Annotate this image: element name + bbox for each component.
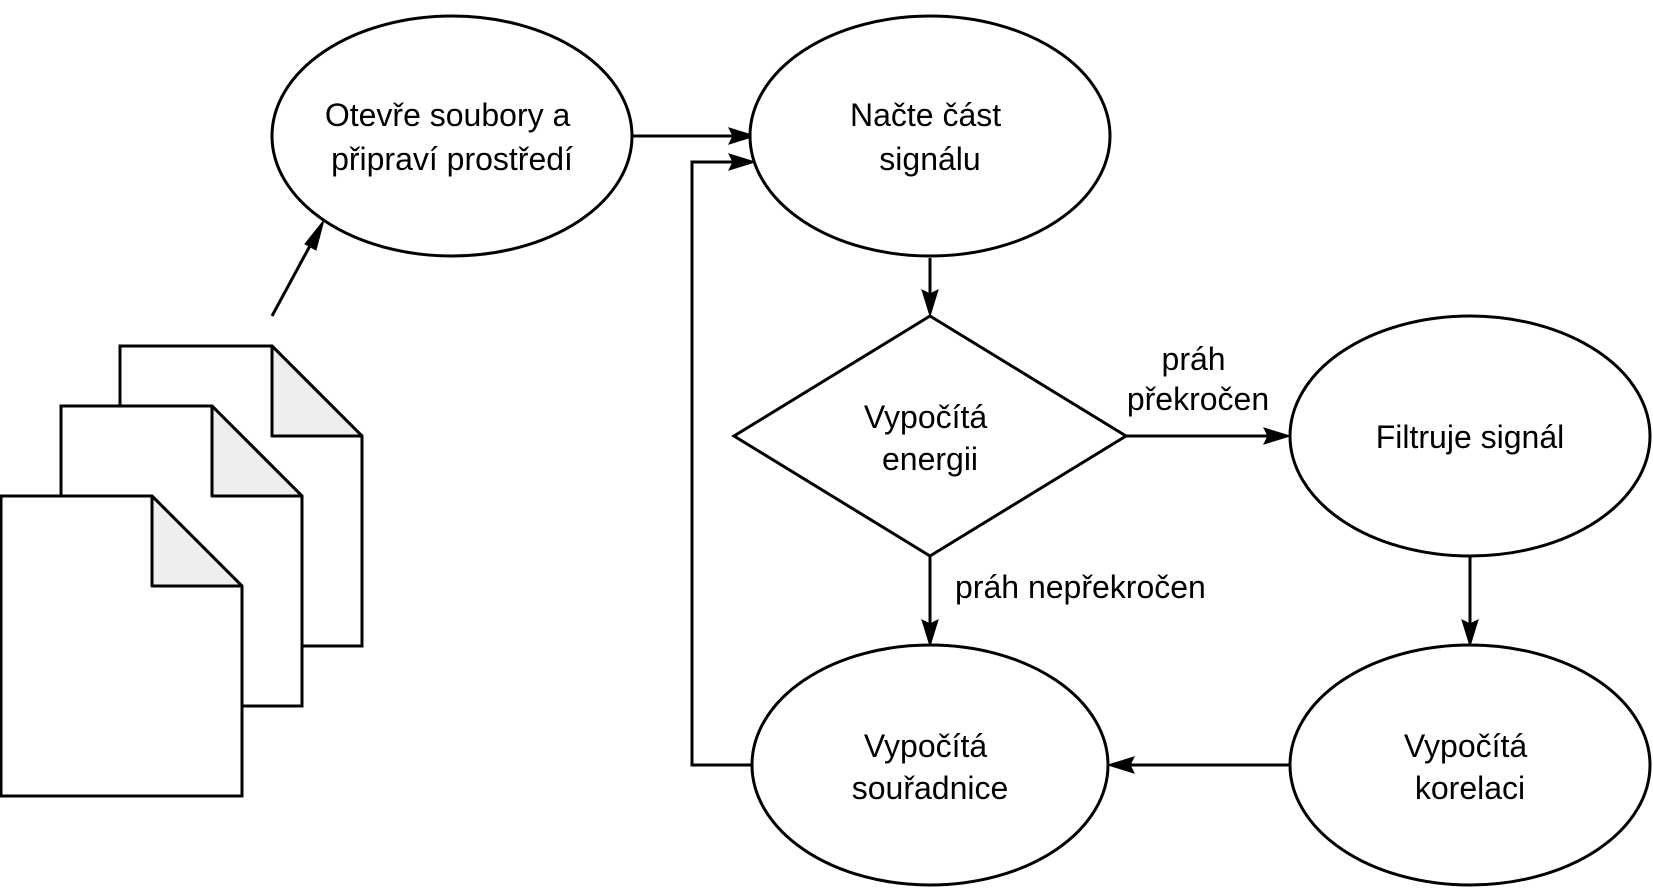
node-compute-coordinates: Vypočítá souřadnice	[750, 643, 1110, 887]
label-threshold-exceeded-line-2: překročen	[1127, 381, 1269, 417]
node-compute-coordinates-line-2: souřadnice	[852, 770, 1009, 806]
node-compute-energy-line-1: Vypočítá	[864, 399, 988, 435]
edge-load-to-energy	[921, 258, 939, 318]
svg-text:Filtruje signál: Filtruje signál	[1376, 419, 1565, 455]
node-load-signal: Načte část signálu	[748, 14, 1112, 258]
node-compute-coordinates-line-1: Vypočítá	[864, 728, 988, 764]
edge-energy-to-filter	[1126, 427, 1292, 445]
node-compute-energy: Vypočítá energii	[731, 314, 1129, 558]
node-open-files: Otevře soubory a připraví prostředí	[270, 14, 634, 258]
edge-coordinates-to-load-loop	[690, 153, 757, 767]
node-filter-signal: Filtruje signál	[1288, 314, 1652, 558]
svg-text:Vypočítá energii: Vypočítá energii	[864, 399, 996, 477]
document-front-icon	[0, 494, 244, 798]
node-load-signal-line-1: Načte část	[850, 97, 1001, 133]
edge-filter-to-correlation	[1461, 556, 1479, 648]
node-open-files-line-2: připraví prostředí	[331, 141, 573, 177]
edge-open-to-load	[632, 127, 757, 145]
edge-correlation-to-coordinates	[1106, 756, 1290, 774]
edge-documents-to-open	[270, 219, 325, 317]
node-load-signal-line-2: signálu	[879, 141, 980, 177]
label-threshold-not-exceeded-line-1: práh nepřekročen	[955, 569, 1206, 605]
node-compute-correlation-line-2: korelaci	[1415, 770, 1525, 806]
edge-energy-to-coordinates	[921, 556, 939, 648]
node-compute-energy-line-2: energii	[882, 441, 978, 477]
node-filter-signal-line-1: Filtruje signál	[1376, 419, 1565, 455]
svg-text:práh nepřekročen: práh nepřekročen	[955, 569, 1206, 605]
label-threshold-not-exceeded: práh nepřekročen	[955, 569, 1206, 605]
node-open-files-line-1: Otevře soubory a	[325, 97, 571, 133]
node-compute-correlation: Vypočítá korelaci	[1288, 643, 1652, 887]
svg-text:Vypočítá korelaci: Vypočítá korelaci	[1404, 728, 1536, 806]
node-compute-correlation-line-1: Vypočítá	[1404, 728, 1528, 764]
label-threshold-exceeded: práh překročen	[1127, 341, 1269, 417]
svg-text:Vypočítá souřadnice: Vypočítá souřadnice	[852, 728, 1009, 806]
multiple-documents-icon	[0, 344, 364, 798]
svg-text:Načte část signálu: Načte část signálu	[850, 97, 1010, 177]
svg-text:Otevře soubory a připrav: Otevře soubory a připraví prostředí	[325, 97, 579, 177]
label-threshold-exceeded-line-1: práh	[1162, 341, 1226, 377]
svg-text:práh překročen: práh překročen	[1127, 341, 1269, 417]
